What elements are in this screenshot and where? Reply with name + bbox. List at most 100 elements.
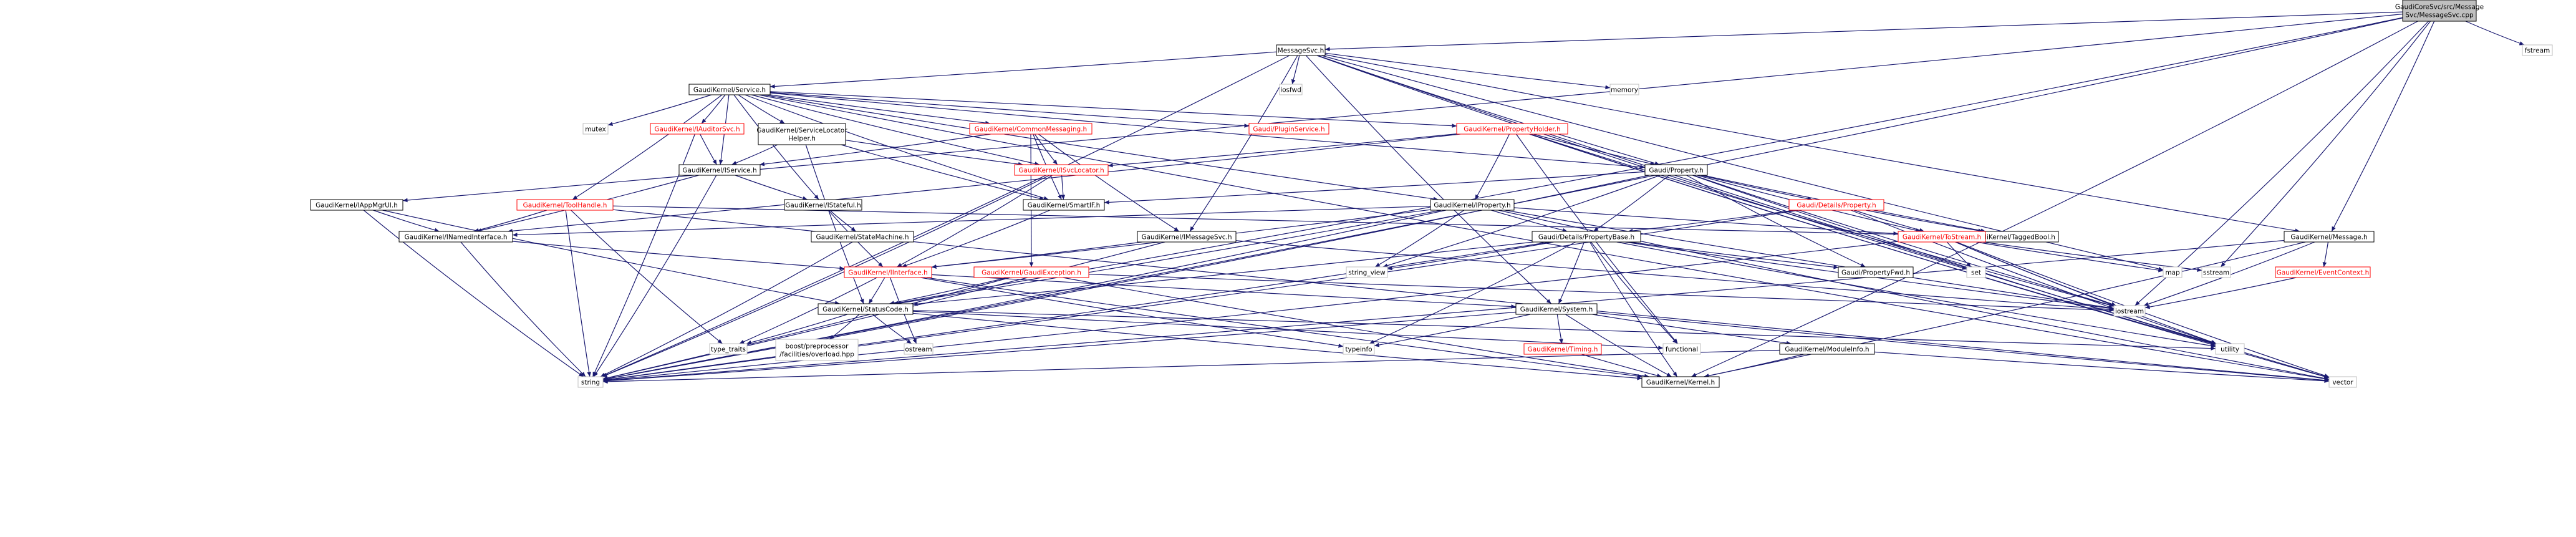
- edge-message_h-to-iostream: [2143, 241, 2315, 306]
- node-iauditorsvc[interactable]: GaudiKernel/IAuditorSvc.h: [650, 123, 745, 135]
- edge-root-to-iostream: [2135, 21, 2429, 306]
- node-statuscode[interactable]: GaudiKernel/StatusCode.h: [818, 303, 914, 315]
- edge-property_h-to-smartif: [1104, 171, 1646, 205]
- edge-details_property-to-taggedbool: [1865, 210, 1984, 233]
- node-box: [1276, 44, 1326, 56]
- node-label: set: [1971, 269, 1981, 277]
- node-label: functional: [1666, 346, 1698, 354]
- edge-statuscode-to-ostream: [872, 314, 912, 344]
- node-itoolhandle[interactable]: GaudiKernel/ToolHandle.h: [516, 199, 614, 211]
- node-box: [1838, 266, 1914, 278]
- node-box: [1515, 303, 1598, 315]
- node-box: [2402, 0, 2477, 22]
- node-eventcontext[interactable]: GaudiKernel/EventContext.h: [2275, 266, 2371, 278]
- edge-istateful-to-statemachine: [829, 210, 856, 232]
- node-statemachine[interactable]: GaudiKernel/StateMachine.h: [811, 231, 914, 243]
- node-label: iostream: [2115, 308, 2144, 316]
- node-kernel[interactable]: GaudiKernel/Kernel.h: [1641, 376, 1720, 388]
- node-box: [2522, 44, 2553, 56]
- edge-service_h-to-pluginservice: [769, 92, 1250, 128]
- edge-system_h-to-vector: [1596, 312, 2330, 383]
- edge-msgsvc_h-to-property_h: [1317, 55, 1660, 166]
- node-box: [1779, 343, 1875, 355]
- node-iproperty[interactable]: GaudiKernel/IProperty.h: [1430, 199, 1515, 211]
- edge-service_h-to-servicelocator: [738, 94, 785, 124]
- edge-commonmessaging-to-isvclocator: [1034, 133, 1058, 165]
- node-message-h[interactable]: GaudiKernel/Message.h: [2284, 231, 2375, 243]
- edge-inamedinterface-to-iinterface: [512, 241, 845, 271]
- edge-root-to-fstream: [2465, 21, 2525, 46]
- node-details-property[interactable]: Gaudi/Details/Property.h: [1788, 199, 1884, 211]
- edge-iappmgrui-to-statuscode: [382, 210, 840, 305]
- edge-propertybase-to-functional: [1590, 241, 1678, 344]
- edge-itoolhandle-to-type_traits: [571, 210, 723, 344]
- node-box: [818, 303, 914, 315]
- edge-root-to-sstream: [2220, 21, 2431, 268]
- node-box: [2201, 266, 2231, 278]
- node-propertybase[interactable]: Gaudi/Details/PropertyBase.h: [1532, 231, 1641, 243]
- edge-commonmessaging-to-imessagesvc: [1038, 133, 1180, 232]
- node-label: GaudiKernel/GaudiException.h: [982, 269, 1081, 277]
- node-commonmessaging[interactable]: GaudiKernel/CommonMessaging.h: [969, 123, 1093, 135]
- node-iservice[interactable]: GaudiKernel/IService.h: [678, 164, 761, 176]
- node-label: GaudiKernel/PropertyHolder.h: [1464, 126, 1560, 133]
- edge-iappmgrui-to-inamedinterface: [373, 210, 440, 233]
- edge-propertyholder-to-vector: [1529, 133, 2330, 379]
- node-label: Gaudi/Property.h: [1649, 167, 1703, 175]
- node-propertyfwd[interactable]: Gaudi/PropertyFwd.h: [1838, 266, 1914, 278]
- node-box: [1966, 266, 1986, 278]
- node-property-h[interactable]: Gaudi/Property.h: [1644, 164, 1708, 176]
- edge-service_h-to-vector: [758, 94, 2330, 381]
- node-system-h[interactable]: GaudiKernel/System.h: [1515, 303, 1598, 315]
- node-box: [2215, 343, 2245, 355]
- node-box: [2113, 305, 2146, 317]
- node-label: type_traits: [711, 346, 746, 354]
- edge-property_h-to-iostream: [1693, 175, 2115, 307]
- node-istateful[interactable]: GaudiKernel/IStateful.h: [784, 199, 862, 211]
- node-box: [398, 231, 513, 243]
- node-functional: functional: [1662, 343, 1701, 355]
- node-box: [758, 123, 846, 145]
- node-isvclocator[interactable]: GaudiKernel/ISvcLocator.h: [1014, 164, 1109, 176]
- node-label: GaudiKernel/Service.h: [693, 87, 766, 94]
- edge-service_h-to-isvclocator: [751, 94, 1040, 166]
- node-smartif[interactable]: GaudiKernel/SmartIF.h: [1023, 199, 1105, 211]
- node-iinterface[interactable]: GaudiKernel/IInterface.h: [844, 266, 932, 278]
- edge-service_h-to-istateful: [733, 94, 819, 200]
- node-moduleinfo[interactable]: GaudiKernel/ModuleInfo.h: [1779, 343, 1875, 355]
- node-label: GaudiKernel/Message.h: [2290, 234, 2367, 241]
- node-inamedinterface[interactable]: GaudiKernel/INamedInterface.h: [398, 231, 513, 243]
- node-tostream[interactable]: GaudiKernel/ToStream.h: [1898, 231, 1986, 243]
- node-label: GaudiKernel/IInterface.h: [848, 269, 927, 277]
- edge-property_h-to-utility: [1692, 175, 2216, 346]
- edge-tostream-to-sstream: [1982, 241, 2202, 272]
- node-imessagesvc[interactable]: GaudiKernel/IMessageSvc.h: [1137, 231, 1237, 243]
- node-pluginservice[interactable]: Gaudi/PluginService.h: [1248, 123, 1329, 135]
- node-box: [650, 123, 745, 135]
- edge-imessagesvc-to-iinterface: [931, 241, 1142, 269]
- node-iappmgrui[interactable]: GaudiKernel/IAppMgrUI.h: [310, 199, 403, 211]
- edge-propertyholder-to-iproperty: [1474, 133, 1510, 200]
- node-label: typeinfo: [1345, 346, 1372, 354]
- node-box: [1532, 231, 1641, 243]
- node-timing[interactable]: GaudiKernel/Timing.h: [1523, 343, 1602, 355]
- node-box: [2275, 266, 2371, 278]
- node-msgsvc-h[interactable]: MessageSvc.h: [1276, 44, 1326, 56]
- node-gaudiexception[interactable]: GaudiKernel/GaudiException.h: [973, 266, 1089, 278]
- edge-gaudiexception-to-iostream: [1088, 274, 2115, 312]
- edge-itoolhandle-to-inamedinterface: [474, 210, 547, 233]
- node-service-h[interactable]: GaudiKernel/Service.h: [688, 84, 771, 95]
- edge-gaudiexception-to-statuscode: [889, 277, 1008, 305]
- edge-propertyholder-to-property_h: [1533, 133, 1656, 166]
- node-box: [688, 84, 771, 95]
- edge-propertybase-to-system_h: [1558, 241, 1585, 304]
- edge-msgsvc_h-to-memory: [1324, 52, 1611, 90]
- node-box: [1343, 343, 1375, 355]
- node-map: map: [2163, 266, 2183, 278]
- node-propertyholder[interactable]: GaudiKernel/PropertyHolder.h: [1456, 123, 1568, 135]
- edge-isvclocator-to-iinterface: [897, 175, 1053, 268]
- node-set: set: [1966, 266, 1986, 278]
